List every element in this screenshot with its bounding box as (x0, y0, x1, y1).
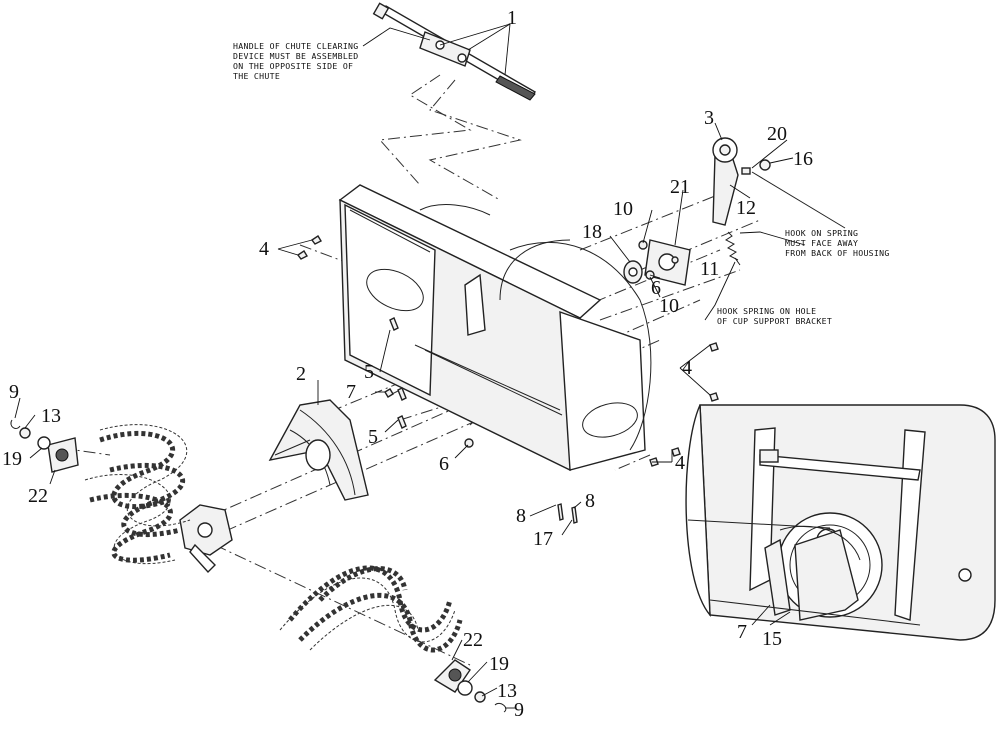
assembly-notes: HANDLE OF CHUTE CLEARING DEVICE MUST BE … (233, 41, 890, 326)
callout-8a: 8 (516, 505, 526, 527)
callout-5b: 5 (368, 426, 378, 448)
chute-note-line-2: DEVICE MUST BE ASSEMBLED (233, 51, 359, 61)
assembled-housing-inset (685, 404, 996, 641)
callout-19a: 19 (2, 448, 22, 470)
callout-2: 2 (296, 363, 306, 385)
callout-7a: 7 (346, 381, 356, 403)
callout-11: 11 (700, 258, 719, 280)
callout-6b: 6 (439, 453, 449, 475)
callout-3: 3 (704, 107, 714, 129)
spring (725, 231, 739, 261)
callout-20: 20 (767, 123, 787, 145)
hook-hole-note-line-1: HOOK SPRING ON HOLE (717, 306, 816, 316)
callout-18: 18 (582, 221, 602, 243)
callout-13a: 13 (41, 405, 61, 427)
bearing-flange (623, 239, 691, 286)
callout-4c: 4 (675, 452, 685, 474)
callout-1: 1 (507, 7, 517, 29)
left-auger (84, 424, 191, 565)
gearbox (179, 504, 233, 574)
callout-15: 15 (762, 628, 782, 650)
idler-bracket (712, 137, 846, 229)
chute-note-line-1: HANDLE OF CHUTE CLEARING (233, 41, 359, 51)
fasteners (296, 235, 719, 524)
callout-4b: 4 (682, 357, 692, 379)
callout-10a: 10 (613, 198, 633, 220)
hook-face-note-line-1: HOOK ON SPRING (785, 228, 858, 238)
callout-10b: 10 (659, 295, 679, 317)
callout-21: 21 (670, 176, 690, 198)
callout-16: 16 (793, 148, 813, 170)
callout-22a: 22 (28, 485, 48, 507)
auger-housing (338, 184, 652, 472)
callout-7b: 7 (737, 621, 747, 643)
callout-13b: 13 (497, 680, 517, 702)
chute-clearing-handle (372, 2, 537, 101)
callout-6a: 6 (651, 277, 661, 299)
leader-lines (14, 23, 806, 709)
callout-9a: 9 (9, 381, 19, 403)
callout-19b: 19 (489, 653, 509, 675)
callout-5a: 5 (364, 361, 374, 383)
right-auger (279, 565, 463, 653)
hook-face-note-line-3: FROM BACK OF HOUSING (785, 248, 890, 258)
callout-17: 17 (533, 528, 553, 550)
callout-8b: 8 (585, 490, 595, 512)
hook-face-note-line-2: MUST FACE AWAY (785, 238, 858, 248)
callout-4a: 4 (259, 238, 269, 260)
callout-numbers: 1 2 3 4 4 4 5 5 6 6 7 7 8 8 9 9 10 10 11… (2, 7, 813, 721)
hook-hole-note-line-2: OF CUP SUPPORT BRACKET (717, 316, 832, 326)
callout-22b: 22 (463, 629, 483, 651)
impeller (268, 399, 369, 501)
left-hub-set (10, 419, 79, 473)
callout-12: 12 (736, 197, 756, 219)
chute-note-line-4: THE CHUTE (233, 71, 280, 81)
chute-note-line-3: ON THE OPPOSITE SIDE OF (233, 61, 353, 71)
right-hub-set (433, 659, 507, 713)
callout-9b: 9 (514, 699, 524, 721)
